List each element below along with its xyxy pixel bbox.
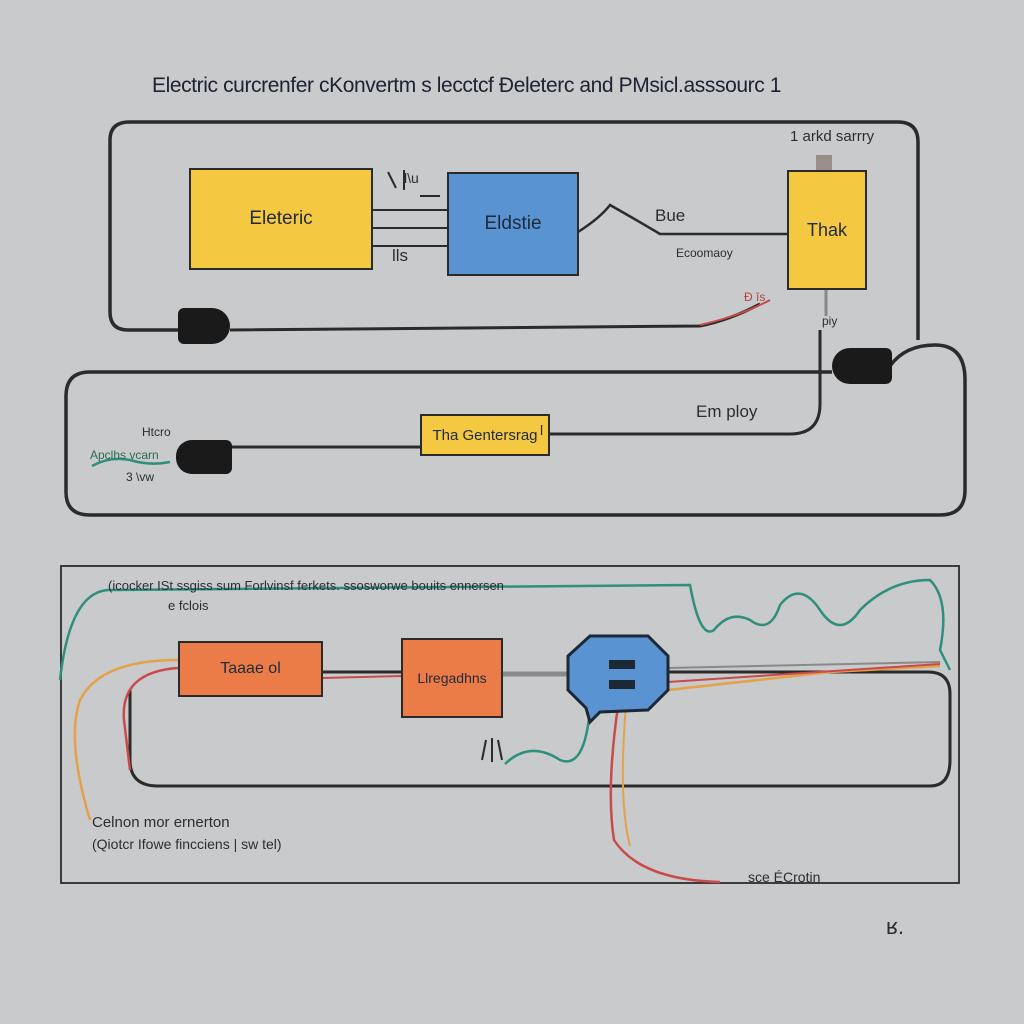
plug-left-mid-icon [176,440,232,474]
wire-red-right [667,663,941,683]
bottom-header: (icocker ISt ssgiss sum Forlvinsf ferket… [108,578,504,593]
bottom-header-sub: e fclois [168,598,209,613]
box-center-label: Tha Gentersrag [432,426,538,444]
label-left-top: l\u [404,170,419,186]
plug-left-top-icon [178,308,230,344]
label-pig: piy [822,314,838,328]
center-tick-label: l [540,422,544,438]
label-em: Em ploy [696,402,758,421]
wire-green-below [504,707,592,765]
wire-orange-right [667,664,941,692]
wire-red-box-link [321,675,403,679]
box-electric-label: Eleteric [249,208,313,229]
label-red: Đ îs [744,290,766,304]
box-blue-label: Eldstie [484,213,542,234]
wire-orange-left [73,658,179,821]
bottom-inner-loop [128,670,952,788]
wire-center-to-right [550,330,822,436]
terminal-leads [372,170,448,247]
label-blue-sub: Ecoomaoy [676,246,733,260]
label-battery: 1 arkd sarrry [790,128,875,145]
wire-right-plug-loop [64,343,967,517]
bottom-footer-sub: (Qiotcr Ifowe fincciens | sw tel) [92,836,282,852]
wire-red-tip [699,299,771,326]
box-thak-label: Thak [806,219,848,240]
mid-box-leads [481,738,503,762]
box-electric: Eleteric [189,168,373,270]
corner-mark: ʁ. [886,914,905,939]
diagram-title: Electric curcrenfer cKonvertm s lecctcf … [152,74,782,97]
wire-red-down [609,705,721,884]
label-left-a: Htcro [142,425,171,439]
bottom-frame [60,565,960,884]
label-left-b: Apclhs vcarn [90,448,159,462]
power-socket-icon [566,634,670,725]
wire-blue-to-thak [577,203,788,236]
outer-wire-loop-top [108,120,920,340]
label-left-c: 3 \vw [126,470,155,484]
wire-left-plug-to-red [229,302,761,332]
box-thak: Thak [787,170,867,290]
bottom-footer-right: sce ÉCrotin [748,869,821,885]
label-blue: Bue [655,206,686,225]
wire-green-top [58,578,952,681]
wire-red-left [122,666,179,771]
box-bottom-mid: Llregadhns [401,638,503,718]
plug-right-icon [832,348,892,384]
box-center: Tha Gentersrag [420,414,550,456]
wire-green-squiggle-left [91,457,171,468]
wire-orange-down [621,705,631,847]
wire-gray-right [667,661,941,669]
box-blue: Eldstie [447,172,579,276]
box-bottom-left: Taaae ol [178,641,323,697]
bottom-footer-main: Celnon mor ernerton [92,814,230,831]
box-bottom-left-label: Taaae ol [220,660,281,677]
box-bottom-mid-label: Llregadhns [417,670,487,686]
label-left-bottom: lls [392,246,409,265]
